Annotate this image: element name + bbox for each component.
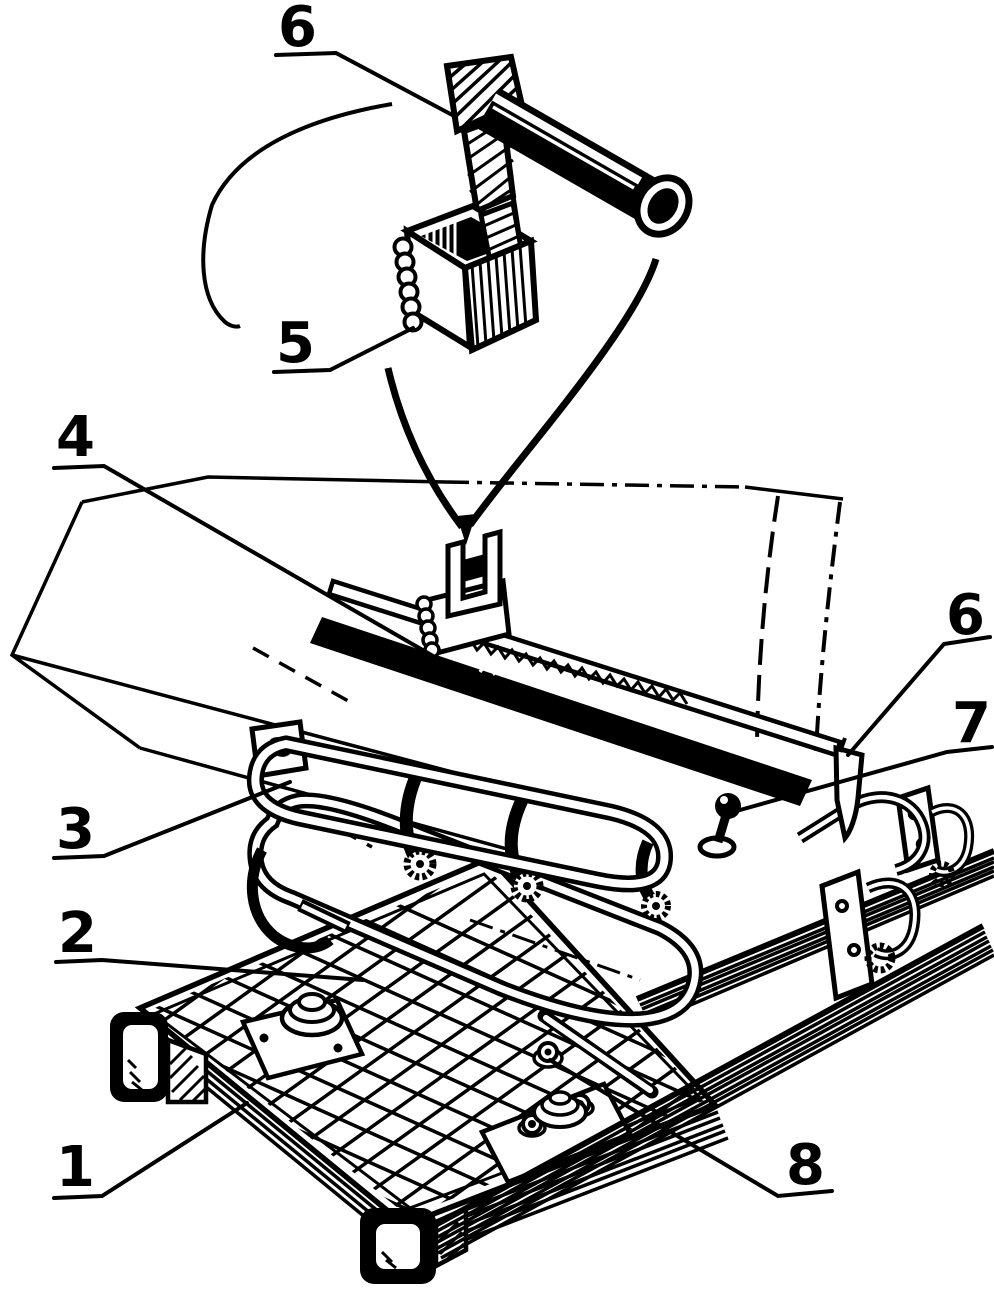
callout-label-4: 4	[56, 405, 95, 470]
lower-frame-loop	[247, 792, 704, 1028]
callout-leaders	[52, 50, 994, 1200]
callout-label-2: 2	[58, 901, 97, 966]
rubber-mount-left	[279, 992, 345, 1038]
callout-label-6-right: 6	[946, 583, 985, 648]
callout-label-8: 8	[786, 1133, 825, 1198]
detail-callout-brace	[201, 102, 393, 329]
left-clamp	[246, 847, 351, 954]
socket	[392, 199, 540, 355]
serrated-washer	[864, 942, 896, 974]
rack-teeth-upper	[478, 658, 678, 689]
hook-clamp-rear	[929, 803, 975, 887]
callout-label-7: 7	[952, 691, 991, 756]
rack-shadow-band	[310, 617, 812, 806]
rubber-mount-right	[532, 1090, 588, 1129]
callout-label-1: 1	[56, 1135, 95, 1200]
rack-end-bracket	[833, 737, 865, 844]
rear-hook-tube	[796, 791, 931, 876]
ball-stud	[697, 793, 741, 859]
rail-bracket-front	[819, 868, 875, 1002]
pointer-swoop	[384, 257, 660, 545]
hook-clamp-front	[864, 877, 921, 974]
upper-seat-frame	[246, 735, 674, 893]
exploded-detail	[392, 53, 693, 355]
callout-label-3: 3	[56, 797, 95, 862]
callout-label-5: 5	[276, 311, 315, 376]
rack-teeth-lower	[468, 638, 689, 705]
link-strap	[537, 1009, 659, 1099]
callout-labels: 1 2 3 4 5 6 6 7 8	[56, 0, 991, 1200]
clamp-handle	[476, 88, 693, 238]
callout-label-6-top: 6	[278, 0, 317, 60]
slide-rail-front	[426, 923, 994, 1260]
coil-spring	[392, 236, 424, 333]
clevis-bracket	[445, 528, 503, 620]
serrated-washer	[929, 861, 955, 887]
seat-back-outline	[444, 480, 844, 753]
square-tube-rail-left	[110, 1012, 209, 1105]
